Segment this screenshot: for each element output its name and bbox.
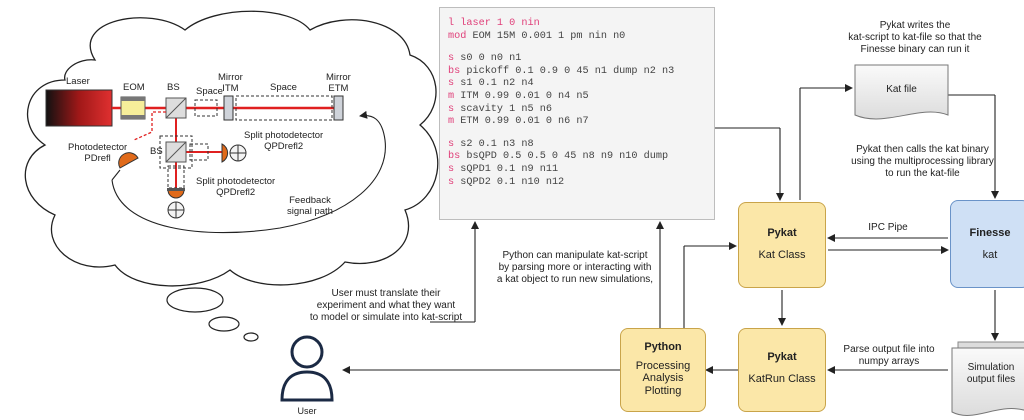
code-keyword: m bbox=[448, 90, 455, 102]
label-space2: Space bbox=[270, 82, 297, 93]
finesse-box: Finesse kat bbox=[950, 200, 1024, 288]
code-keyword: s bbox=[448, 103, 455, 115]
code-line: s s2 0.1 n3 n8 bbox=[448, 139, 714, 152]
code-blank-line bbox=[448, 43, 714, 53]
code-args: s1 0.1 n2 n4 bbox=[454, 78, 534, 90]
thought-bubble-1 bbox=[166, 287, 224, 313]
note-ipc-pipe: IPC Pipe bbox=[868, 222, 908, 233]
note-user-translate: User must translate their experiment and… bbox=[309, 288, 463, 323]
code-line: s sQPD2 0.1 n10 n12 bbox=[448, 177, 714, 190]
user-icon bbox=[280, 335, 334, 402]
code-keyword: m bbox=[448, 116, 455, 128]
code-line: s sQPD1 0.1 n9 n11 bbox=[448, 164, 714, 177]
code-args: ETM 0.99 0.01 0 n6 n7 bbox=[454, 116, 589, 128]
code-args: sQPD2 0.1 n10 n12 bbox=[454, 176, 565, 188]
code-keyword: s bbox=[448, 78, 455, 90]
code-args: ITM 0.99 0.01 0 n4 n5 bbox=[454, 90, 589, 102]
split-photodetector-1 bbox=[221, 143, 229, 163]
code-blank-line bbox=[448, 129, 714, 139]
code-args: pickoff 0.1 0.9 0 45 n1 dump n2 n3 bbox=[460, 65, 675, 77]
label-laser: Laser bbox=[66, 76, 90, 87]
box-title: Pykat bbox=[767, 351, 797, 363]
feedback-signal-path bbox=[111, 110, 386, 234]
label-bs1: BS bbox=[167, 82, 180, 93]
code-line: m ITM 0.99 0.01 0 n4 n5 bbox=[448, 91, 714, 104]
box-line: Analysis bbox=[642, 372, 684, 384]
code-args: scavity 1 n5 n6 bbox=[454, 103, 552, 115]
code-line: l laser 1 0 nin bbox=[448, 18, 714, 31]
label-eom: EOM bbox=[123, 82, 145, 93]
code-args: sQPD1 0.1 n9 n11 bbox=[454, 163, 559, 175]
note-parse-output: Parse output file into numpy arrays bbox=[843, 344, 935, 367]
box-title: Pykat bbox=[767, 227, 797, 239]
note-python-manipulate: Python can manipulate kat-script by pars… bbox=[496, 250, 654, 285]
pykat-katrun-class-box: Pykat KatRun Class bbox=[738, 328, 826, 412]
code-line: bs bsQPD 0.5 0.5 0 45 n8 n9 n10 dump bbox=[448, 151, 714, 164]
code-line: bs pickoff 0.1 0.9 0 45 n1 dump n2 n3 bbox=[448, 66, 714, 79]
code-keyword: s bbox=[448, 138, 455, 150]
code-args: bsQPD 0.5 0.5 0 45 n8 n9 n10 dump bbox=[460, 151, 669, 163]
code-line: s s1 0.1 n2 n4 bbox=[448, 78, 714, 91]
code-args: s2 0.1 n3 n8 bbox=[454, 138, 534, 150]
code-keyword: bs bbox=[448, 65, 461, 77]
code-line: s scavity 1 n5 n6 bbox=[448, 104, 714, 117]
code-keyword: s bbox=[448, 163, 455, 175]
kat-file-doc bbox=[854, 64, 949, 120]
label-space1: Space bbox=[196, 86, 223, 97]
box-subtitle: KatRun Class bbox=[748, 373, 816, 385]
thought-bubble-2 bbox=[208, 316, 240, 332]
pykat-kat-class-box: Pykat Kat Class bbox=[738, 202, 826, 288]
kat-file-label: Kat file bbox=[886, 84, 917, 95]
code-keyword: s bbox=[448, 53, 455, 65]
photodetector-pdrefl bbox=[118, 152, 139, 169]
code-args: laser 1 0 nin bbox=[454, 18, 540, 29]
user-label: User bbox=[297, 406, 317, 416]
code-keyword: mod bbox=[448, 30, 467, 42]
laser-body bbox=[45, 89, 113, 127]
code-line: m ETM 0.99 0.01 0 n6 n7 bbox=[448, 116, 714, 129]
box-subtitle: kat bbox=[982, 249, 998, 261]
space-2 bbox=[235, 95, 333, 121]
box-title: Finesse bbox=[969, 227, 1011, 239]
space-1 bbox=[194, 99, 218, 117]
label-bs2: BS bbox=[150, 146, 163, 157]
box-subtitle: Kat Class bbox=[758, 249, 806, 261]
box-line: Processing bbox=[635, 359, 691, 372]
note-pykat-writes: Pykat writes the kat-script to kat-file … bbox=[848, 20, 982, 55]
box-line: Plotting bbox=[644, 384, 682, 397]
box-title: Python bbox=[644, 341, 682, 353]
python-box: Python Processing Analysis Plotting bbox=[620, 328, 706, 412]
note-pykat-calls: Pykat then calls the kat binary using th… bbox=[851, 144, 994, 179]
code-keyword: bs bbox=[448, 151, 461, 163]
mirror-etm bbox=[333, 95, 344, 121]
thought-bubble-3 bbox=[243, 332, 259, 342]
code-args: s0 0 n0 n1 bbox=[454, 53, 522, 65]
code-args: EOM 15M 0.001 1 pm nin n0 bbox=[466, 30, 626, 42]
code-line: s s0 0 n0 n1 bbox=[448, 53, 714, 66]
code-keyword: s bbox=[448, 176, 455, 188]
code-line: mod EOM 15M 0.001 1 pm nin n0 bbox=[448, 31, 714, 44]
code-keyword: l bbox=[448, 18, 455, 29]
mirror-itm bbox=[223, 95, 234, 121]
